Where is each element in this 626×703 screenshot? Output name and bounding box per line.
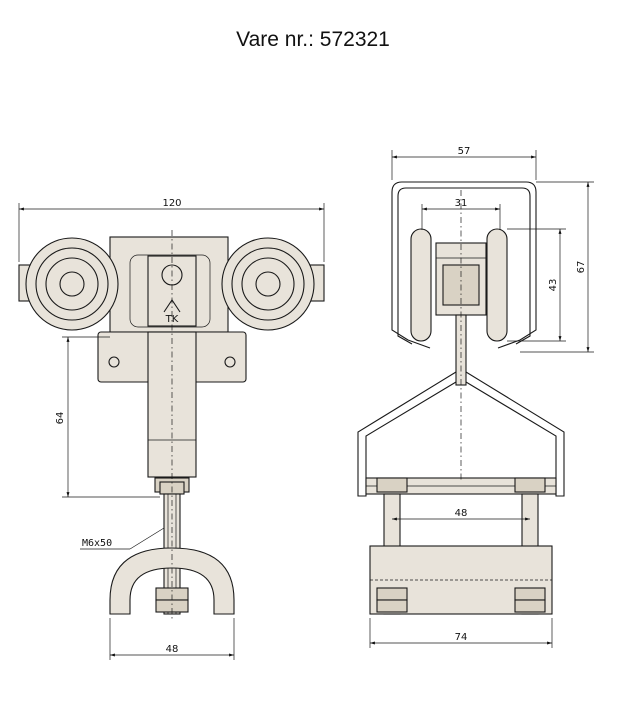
dim-wheel-height-label: 43	[548, 279, 559, 292]
right-wheel-side	[486, 228, 508, 342]
rail-profile	[391, 181, 537, 341]
bolt-label: M6x50	[82, 538, 112, 549]
left-wheel-side	[410, 228, 432, 342]
dim-base-width-label: 74	[455, 632, 468, 643]
dim-bolt-spacing-label: 48	[455, 508, 468, 519]
dim-height-label: 64	[55, 412, 66, 425]
side-view: 57 31 67 43 48 74	[357, 146, 594, 648]
logo-text: TK	[165, 314, 179, 325]
right-wheel	[221, 237, 325, 331]
left-wheel	[18, 237, 119, 331]
page-title: Vare nr.: 572321	[236, 28, 390, 51]
front-view: TK 120 64 M6x50	[18, 198, 325, 660]
dim-height-side-label: 67	[576, 261, 587, 274]
dim-outer-width-label: 57	[458, 146, 471, 157]
dim-bracket-label: 48	[166, 644, 179, 655]
dim-inner-width-label: 31	[455, 198, 468, 209]
hanger-frame-left	[357, 371, 457, 497]
hanger-frame-right	[465, 371, 565, 497]
dim-width-label: 120	[162, 198, 181, 209]
bottom-bracket	[109, 547, 235, 615]
